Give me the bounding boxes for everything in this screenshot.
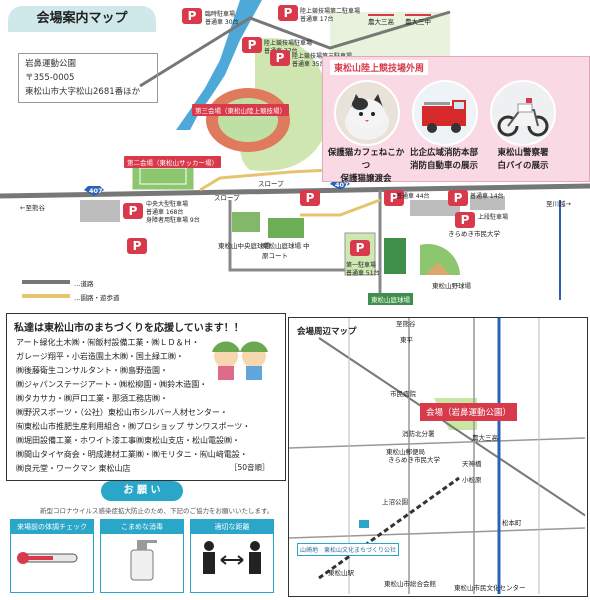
venue3-label: 第三会場（東松山陸上競技場） xyxy=(192,104,289,116)
place-label: 農大三高 xyxy=(472,434,498,442)
sponsor-box xyxy=(6,313,286,481)
parking-icon: P xyxy=(182,8,202,24)
sponsor-count: ［50音順］ xyxy=(230,463,270,472)
direction-label: ←至熊谷 xyxy=(20,204,45,212)
parking-icon: P xyxy=(384,190,404,206)
parking-icon: P xyxy=(455,212,475,228)
sponsor-line: ㈱後藤衛生コンサルタント・㈱島野造園・ xyxy=(16,366,168,375)
parking-dedicated: 普通車 14台 xyxy=(470,193,504,200)
address-block: 岩鼻運動公園 〒355-0005 東松山市大字松山2681番ほか xyxy=(18,53,158,103)
firetruck-photo xyxy=(412,80,478,146)
request-card-head: 来場前の体調チェック xyxy=(11,520,93,534)
cat-photo xyxy=(334,80,400,146)
parking-upper: 上段駐車場 xyxy=(478,214,509,221)
place-label: 東松山市総合会館 xyxy=(384,580,436,588)
motorcycle-photo xyxy=(490,80,556,146)
event-caption-cat: 保護猫カフェねこかつ保護猫譲渡会 xyxy=(327,148,405,184)
venue2-label: 第二会場（東松山サッカー場） xyxy=(124,156,221,168)
place-label: 消防北分署 xyxy=(402,430,435,438)
sponsor-line: ㈱タカサカ・㈱戸口工業・那須工務店㈱・ xyxy=(16,394,168,403)
tennis-central-label: 東松山中央庭球場 xyxy=(218,242,270,250)
request-card-head: こまめな消毒 xyxy=(101,520,183,534)
address-name: 岩鼻運動公園 xyxy=(25,59,77,69)
place-label: 上沼公園 xyxy=(382,498,408,506)
parking-icon: P xyxy=(300,190,320,206)
sponsor-line: ㈱ジャパンステージアート・㈱松柳園・㈱鈴木造園・ xyxy=(16,380,208,389)
request-card-sanitize: こまめな消毒 xyxy=(100,519,184,593)
parking-multipurpose: 普通車 44台 xyxy=(396,193,430,200)
place-label: 東松山市民文化センター xyxy=(454,584,526,592)
request-subtitle: 新型コロナウイルス感染症拡大防止のため、下記のご協力をお願いいたします。 xyxy=(40,507,274,515)
place-label: きらめき市民大学 xyxy=(388,456,440,464)
tennis-label: 東松山庭球場 xyxy=(368,293,413,305)
parking-icon: P xyxy=(270,50,290,66)
event-caption-fire: 比企広域消防本部消防自動車の展示 xyxy=(409,148,478,171)
tennis-nakahara-label: 東松山庭球場 中原コート xyxy=(262,242,310,260)
kirameki-label: きらめき市民大学 xyxy=(448,230,500,238)
request-card-head: 適切な距離 xyxy=(191,520,273,534)
legend-road: …道路 xyxy=(74,280,94,288)
sponsor-title: 私達は東松山市のまちづくりを応援しています！！ xyxy=(14,323,244,334)
parking-second: 陸上競技場第二駐車場普通車 17台 xyxy=(300,8,361,23)
page-title: 会場案内マップ xyxy=(8,6,156,32)
route-label: 407 xyxy=(335,181,349,189)
place-label: 東松山駅 xyxy=(328,569,354,577)
place-label: 東平 xyxy=(400,336,413,344)
address-postal: 〒355-0005 xyxy=(25,73,75,83)
sponsor-line: ㈱堀田設備工業・ホワイト漆工事㈱東松山支店・松山電設㈱・ xyxy=(16,436,240,445)
mascot-illustration xyxy=(212,341,268,380)
parking-icon: P xyxy=(350,240,370,256)
sanitizer-icon xyxy=(130,540,157,581)
parking-central: 中央大型駐車場普通車 168台身障者用駐車場 9台 xyxy=(146,201,200,224)
place-label: 東松山郵便局 xyxy=(386,448,425,456)
sponsor-line: ガレージ翔平・小岩造園土木㈱・国土緑工㈱・ xyxy=(16,352,184,361)
place-label: 至熊谷 xyxy=(396,320,416,328)
parking-icon: P xyxy=(278,5,298,21)
thermometer-icon xyxy=(17,552,78,564)
parking-icon: P xyxy=(127,238,147,254)
address-line: 東松山市大字松山2681番ほか xyxy=(25,87,141,97)
station-tag: 山崎地 東松山文化まちづくり公社 xyxy=(297,543,400,556)
parking-icon: P xyxy=(242,37,262,53)
sponsor-line: ㈱間山タイヤ商会・明成建材工業㈱・㈱モリタニ・㈲山﨑電設・ xyxy=(16,450,248,459)
event-caption-police: 東松山警察署白バイの展示 xyxy=(497,148,549,171)
place-label: 松本町 xyxy=(502,519,522,527)
route-label: 407 xyxy=(89,187,103,195)
venue-label: 会場（岩鼻運動公園） xyxy=(420,403,518,421)
sponsor-list: アート緑化土木㈱・㈲飯村設備工業・㈱ＬＤ＆Ｈ・ ガレージ翔平・小岩造園土木㈱・国… xyxy=(16,336,250,476)
neighborhood-title: 会場周辺マップ xyxy=(297,327,357,337)
baseball-label: 東松山野球場 xyxy=(432,282,471,290)
sponsor-line: ㈱良元堂・ワークマン 東松山店 xyxy=(16,464,131,473)
sponsor-line: アート緑化土木㈱・㈲飯村設備工業・㈱ＬＤ＆Ｈ・ xyxy=(16,338,200,347)
parking-first: 第一駐車場普通車 51台 xyxy=(346,262,380,277)
request-card-distance: 適切な距離 xyxy=(190,519,274,593)
event-heading: 東松山陸上競技場外周 xyxy=(330,60,429,75)
slope-label: スロープ xyxy=(214,194,240,202)
school-label: 農大三中 xyxy=(405,14,431,26)
parking-icon: P xyxy=(448,190,468,206)
parking-temp: 臨時駐車場普通車 30台 xyxy=(205,11,239,26)
legend-path: …園路・遊歩道 xyxy=(74,294,120,302)
sponsor-line: ㈱野沢スポーツ・（公社）東松山市シルバー人材センター・ xyxy=(16,408,228,417)
place-label: 小松原 xyxy=(462,476,482,484)
parking-icon: P xyxy=(123,203,143,219)
school-label: 農大三高 xyxy=(368,14,394,26)
request-card-health: 来場前の体調チェック xyxy=(10,519,94,593)
slope-label: スロープ xyxy=(258,180,284,188)
place-label: 天神橋 xyxy=(462,460,482,468)
direction-label: 至川越→ xyxy=(546,200,571,208)
social-distance-icon xyxy=(203,541,261,574)
request-title: お 願 い xyxy=(101,481,183,501)
sponsor-line: ㈲東松山市推肥生産利用組合・㈱プロショップ サンワスポーツ・ xyxy=(16,422,251,431)
place-label: 市民病院 xyxy=(390,390,416,398)
